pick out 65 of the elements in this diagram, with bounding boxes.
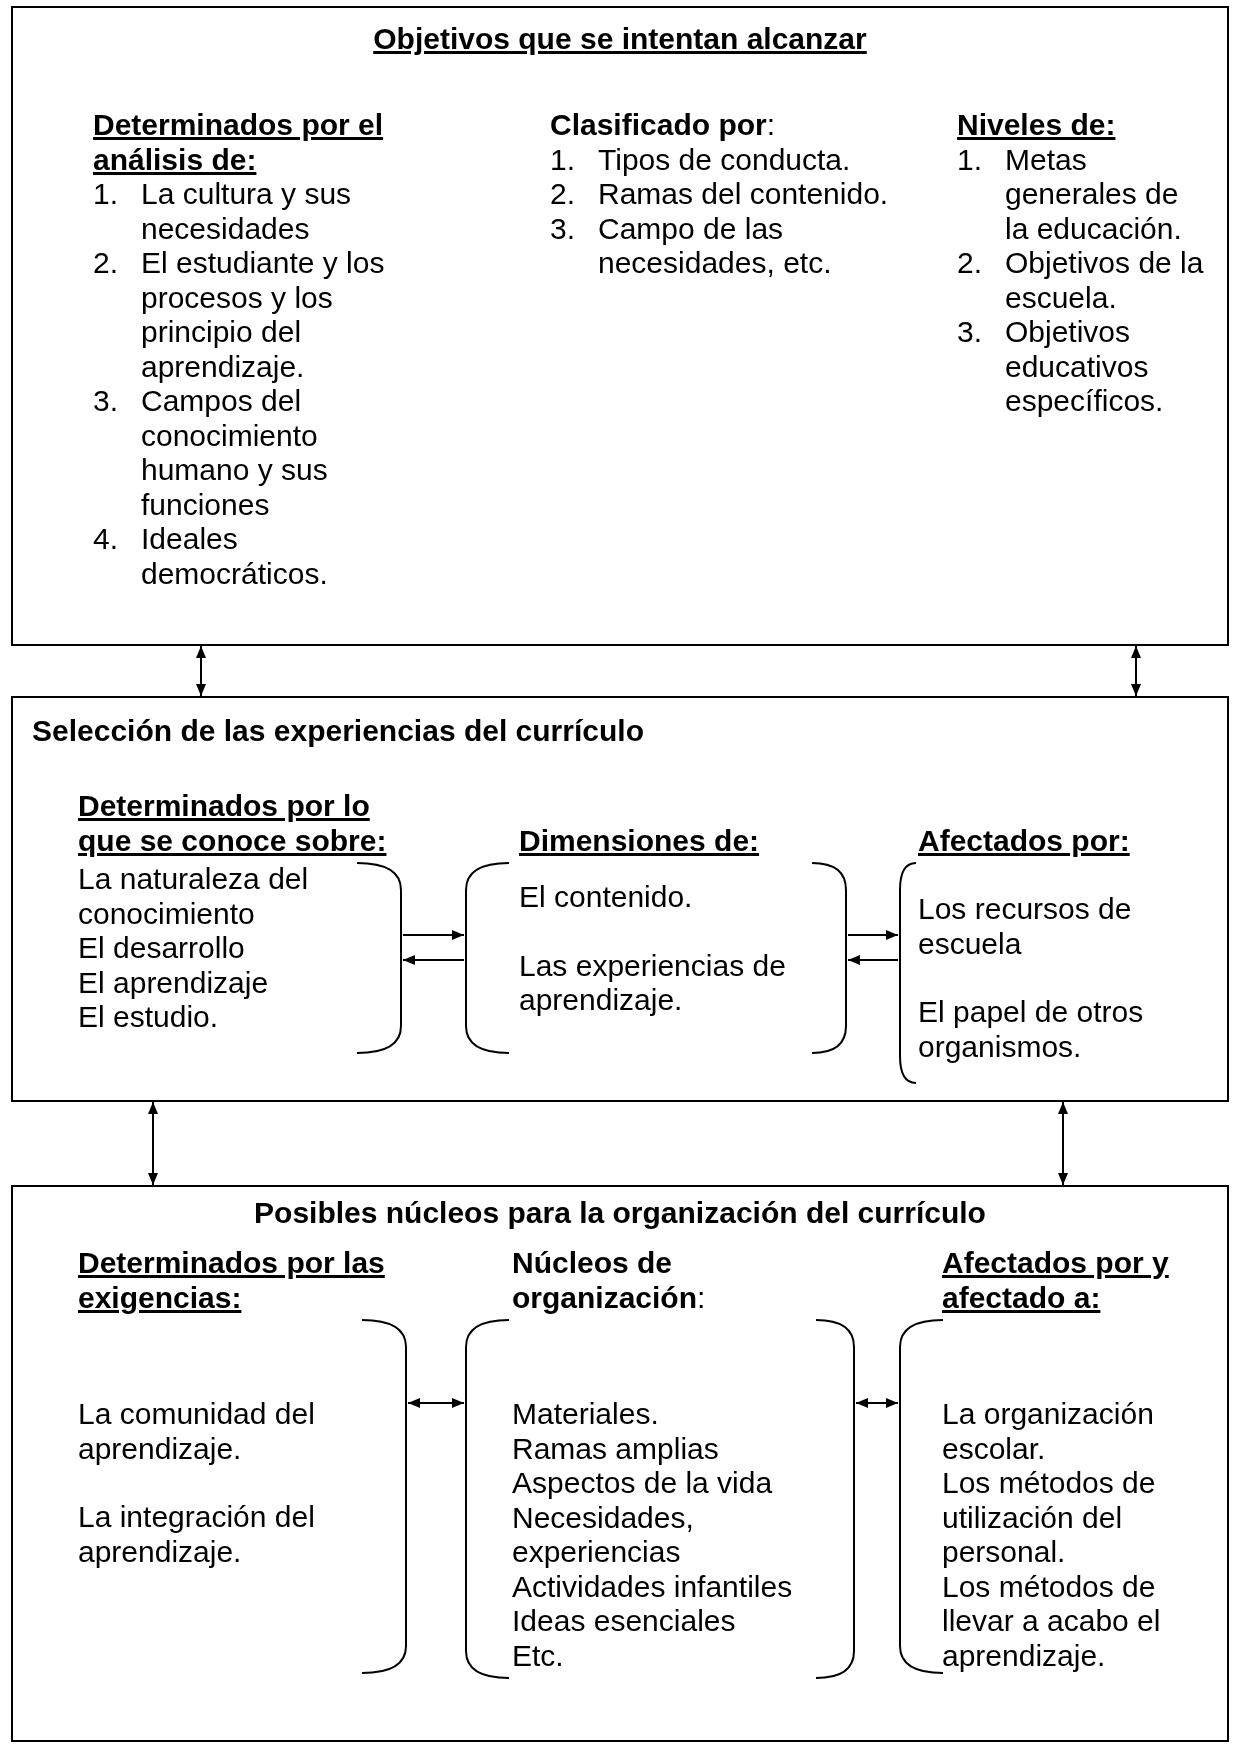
list-item: Los recursos de escuela [918,892,1133,961]
list-item: El contenido. [519,880,694,915]
section-heading: Selección de las experiencias del currículo [32,714,645,749]
list-item: La organización escolar. [942,1397,1155,1466]
list-item: Ideas esenciales [512,1604,737,1639]
list-number: 4. [93,522,120,557]
list-item: Campos del conocimiento humano y sus funciones [141,384,329,522]
list-item: Necesidades, experiencias [512,1500,695,1570]
column-heading: Niveles de: [957,108,1117,143]
list-item: Etc. [512,1638,565,1673]
list-item: El estudio. [78,1000,220,1035]
arrow [402,930,465,940]
double-arrow [1058,1101,1068,1186]
section-box [11,6,1229,646]
arrow [847,955,899,965]
column-heading: Afectados por y afectado a: [942,1246,1170,1315]
list-number: 3. [957,315,984,350]
list-item: El papel de otros organismos. [918,995,1145,1064]
list-item: Ideales democráticos. [141,522,329,591]
double-arrow [855,1398,899,1408]
arrow [402,955,465,965]
list-item: Objetivos de la escuela. [1005,246,1205,315]
column-heading: Dimensiones de: [519,823,760,858]
list-item: Objetivos educativos específicos. [1005,315,1165,419]
list-item: La comunidad del aprendizaje. [78,1397,316,1466]
list-number: 3. [93,384,120,419]
list-item: La integración del aprendizaje. [78,1500,316,1569]
list-item: Tipos de conducta. [598,142,851,177]
column-heading: Determinados por lo que se conoce sobre: [78,789,388,858]
list-item: Las experiencias de aprendizaje. [519,948,787,1018]
list-item: Campo de las necesidades, etc. [598,211,833,281]
section-heading: Objetivos que se intentan alcanzar [372,22,868,57]
section-box [11,1185,1229,1742]
list-item: Los métodos de utilización del personal. [942,1466,1157,1570]
list-item: Metas generales de la educación. [1005,142,1183,246]
section-box [11,696,1229,1102]
double-arrow [196,645,206,697]
double-arrow [407,1398,465,1408]
list-item: Ramas del contenido. [598,177,889,212]
column-heading: Determinados por el análisis de: [93,108,385,177]
list-item: Materiales. [512,1397,660,1432]
double-arrow [148,1101,158,1186]
arrow [847,930,899,940]
column-heading: Núcleos de organización: [512,1246,707,1315]
list-number: 1. [550,142,577,177]
list-item: Aspectos de la vida [512,1466,774,1501]
list-item: Los métodos de llevar a acabo el aprendizaje. [942,1569,1162,1673]
list-number: 2. [93,246,120,281]
list-number: 2. [550,177,577,212]
list-number: 3. [550,211,577,247]
list-number: 2. [957,246,984,281]
list-item: El estudiante y los procesos y los principio del aprendizaje. [141,246,386,384]
list-item: El aprendizaje [78,965,270,1000]
list-item: Ramas amplias [512,1431,720,1466]
list-item: La naturaleza del conocimiento [78,862,310,931]
list-number: 1. [957,142,984,178]
double-arrow [1131,645,1141,697]
list-item: La cultura y sus necesidades [141,177,353,246]
list-item: Actividades infantiles [512,1569,794,1604]
list-item: El desarrollo [78,931,246,966]
list-number: 1. [93,177,120,212]
section-heading: Posibles núcleos para la organización del currículo [253,1196,987,1231]
column-heading: Determinados por las exigencias: [78,1246,386,1315]
column-heading: Clasificado por: [550,108,777,143]
column-heading: Afectados por: [918,823,1130,858]
